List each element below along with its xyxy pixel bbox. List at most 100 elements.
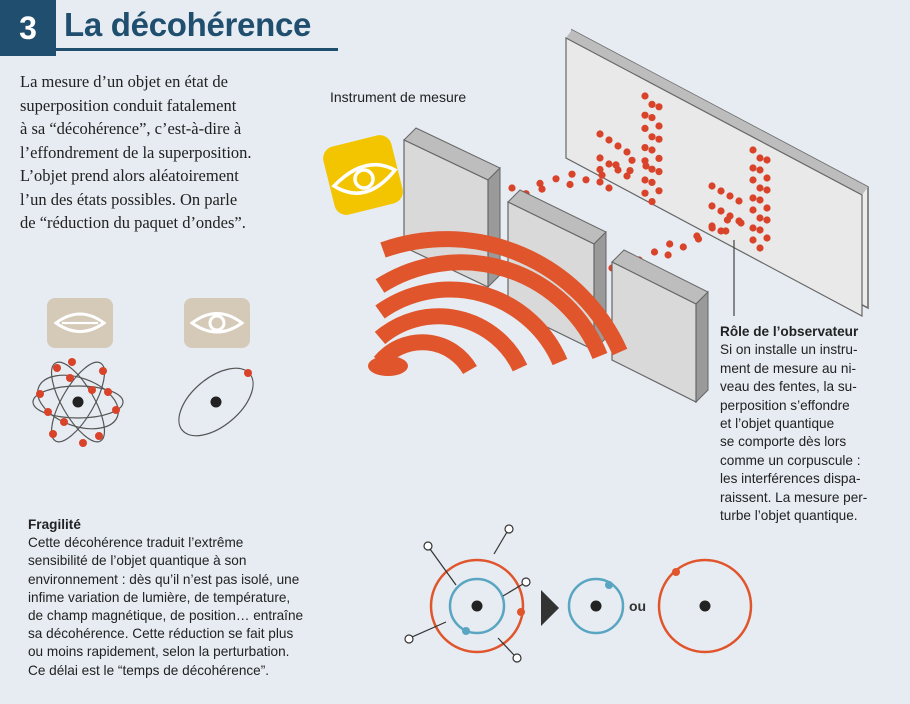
particle-dot [717,207,725,215]
title-underline [56,48,338,51]
particle-dot [650,248,659,256]
particle-dot [664,251,672,259]
particle-dot [655,154,663,162]
fragility-line: sensibilité de l’objet quantique à son [28,553,247,569]
particle-dot [605,160,613,168]
observer-title: Rôle de l’observateur [720,324,859,339]
particle-dot [641,157,649,165]
particle-dot [756,214,764,222]
particle-dot [614,142,622,150]
particle-dot [582,176,590,184]
particle-dot [538,185,546,193]
observer-line: comme un corpuscule : [720,452,861,468]
eye-closed-icon [47,298,113,348]
observer-line: perposition s’effondre [720,397,850,413]
particle-dot [756,154,764,162]
particle-dot [749,194,757,202]
particle-dot [628,156,636,164]
particle-dot [763,156,771,164]
particle-dot [756,166,764,174]
eye-open-icon [184,298,250,348]
fragility-line: Cette décohérence traduit l’extrême [28,535,244,551]
particle-dot [749,164,757,172]
particle-dot [679,243,687,251]
page-title: La décohérence [64,6,312,43]
fragility-line: ou moins rapidement, selon la perturbati… [28,644,290,660]
particle-dot [605,136,613,144]
perturbed-atom [429,558,525,654]
particle-dot [648,178,656,186]
particle-dot [605,184,613,192]
particle-dot [648,100,656,108]
particle-dot [655,135,663,143]
particle-dot [735,197,743,205]
wave-origin [368,356,408,376]
observer-line: ment de mesure au ni- [720,360,857,376]
particle-dot [749,224,757,232]
particle-dot [648,146,656,154]
fragility-title: Fragilité [28,517,81,532]
particle-dot [717,187,725,195]
particle-dot [552,175,560,183]
particle-dot [708,202,716,210]
atom-icon [32,361,124,443]
particle-dot [508,184,516,192]
particle-dot [655,122,663,130]
particle-dot [623,148,631,156]
fragility-line: sa décohérence. Cette réduction se fait … [28,626,294,642]
result-atom-outer [657,558,753,654]
atom-electrons [36,358,120,447]
observer-line: Si on installe un instru- [720,342,858,358]
particle-dot [648,133,656,141]
particle-dot [641,144,649,152]
intro-line: à sa “décohérence”, c’est-à-dire à [20,119,242,138]
fragility-line: environnement : dès qu’il n’est pas isol… [28,571,300,587]
particle-dot [655,168,663,176]
intro-line: L’objet prend alors aléatoirement [20,166,239,185]
slit-block-3 [611,249,709,404]
particle-dot [763,204,771,212]
intro-line: La mesure d’un objet en état de [20,72,228,91]
particle-dot [648,114,656,122]
particle-dot [694,235,703,243]
intro-line: superposition conduit fatalement [20,95,237,115]
particle-dot [648,198,656,206]
particle-dot [596,178,604,186]
particle-dot [763,174,771,182]
particle-dot [749,176,757,184]
particle-dot [763,186,771,194]
particle-dot [756,184,764,192]
observer-line: raissent. La mesure per- [720,489,868,505]
particle-dot [568,170,576,178]
wave-source [373,231,628,375]
particle-dot [626,167,634,175]
intro-line: l’un des états possibles. On parle [20,189,238,209]
observer-line: turbe l’objet quantique. [720,508,858,524]
fragility-line: Ce délai est le “temps de décohérence”. [28,662,270,678]
particle-dot [596,154,604,162]
particle-dot [726,192,734,200]
particle-dot [536,179,544,187]
observer-line: et l’objet quantique [720,416,835,432]
particle-dot [566,180,574,189]
particle-dot [641,124,649,132]
instrument-label: Instrument de mesure [330,89,467,105]
particle-dot [708,182,716,190]
perturbation-arrows [404,524,531,663]
particle-dot [596,130,604,138]
particle-dot [763,234,771,242]
particle-dot [666,240,674,248]
single-orbit-atom [178,367,254,437]
particle-dot [641,189,649,197]
particle-dot [756,226,764,234]
particle-dot [641,176,649,184]
particle-dot [717,227,725,235]
particle-dot [749,236,757,244]
detector-screen [565,28,869,318]
or-label: ou [629,598,647,614]
section-number-badge: 3 [0,0,56,56]
intro-paragraph: La mesure d’un objet en état de superpos… [20,70,302,235]
intro-line: de “réduction du paquet d’ondes”. [20,213,246,232]
particle-dot [756,196,764,204]
